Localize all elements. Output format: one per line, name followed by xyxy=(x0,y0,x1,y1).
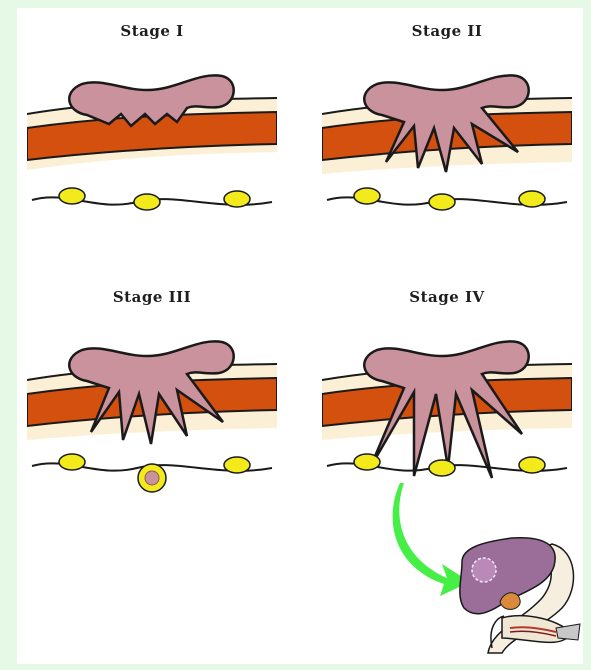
node-metastasis xyxy=(145,471,159,485)
stage-title: Stage IV xyxy=(322,288,572,306)
lymph-node xyxy=(59,188,85,204)
liver-metastasis-illustration xyxy=(392,478,582,658)
stage-title: Stage I xyxy=(27,22,277,40)
stage-panel-1: Stage I xyxy=(27,22,277,242)
lymph-node xyxy=(519,191,545,207)
stage-1-illustration xyxy=(27,52,277,242)
lymph-node xyxy=(429,460,455,476)
liver-lesion xyxy=(472,558,496,582)
stage-panel-2: Stage II xyxy=(322,22,572,242)
stage-panel-3: Stage III xyxy=(27,288,277,508)
lymph-node xyxy=(354,454,380,470)
lymph-node xyxy=(224,457,250,473)
lymph-node xyxy=(224,191,250,207)
lymph-node xyxy=(59,454,85,470)
stage-2-illustration xyxy=(322,52,572,242)
stage-title: Stage III xyxy=(27,288,277,306)
lymph-node xyxy=(429,194,455,210)
lymph-chain xyxy=(32,454,272,492)
metastasis-arrow xyxy=(393,483,470,596)
lymph-node xyxy=(354,188,380,204)
lymph-chain xyxy=(32,188,272,210)
stage-title: Stage II xyxy=(322,22,572,40)
diagram-canvas: Stage I Stage II xyxy=(17,8,583,664)
lymph-node xyxy=(134,194,160,210)
stage-panel-4: Stage IV xyxy=(322,288,572,508)
stage-3-illustration xyxy=(27,318,277,508)
lymph-node xyxy=(519,457,545,473)
lymph-chain xyxy=(327,188,567,210)
